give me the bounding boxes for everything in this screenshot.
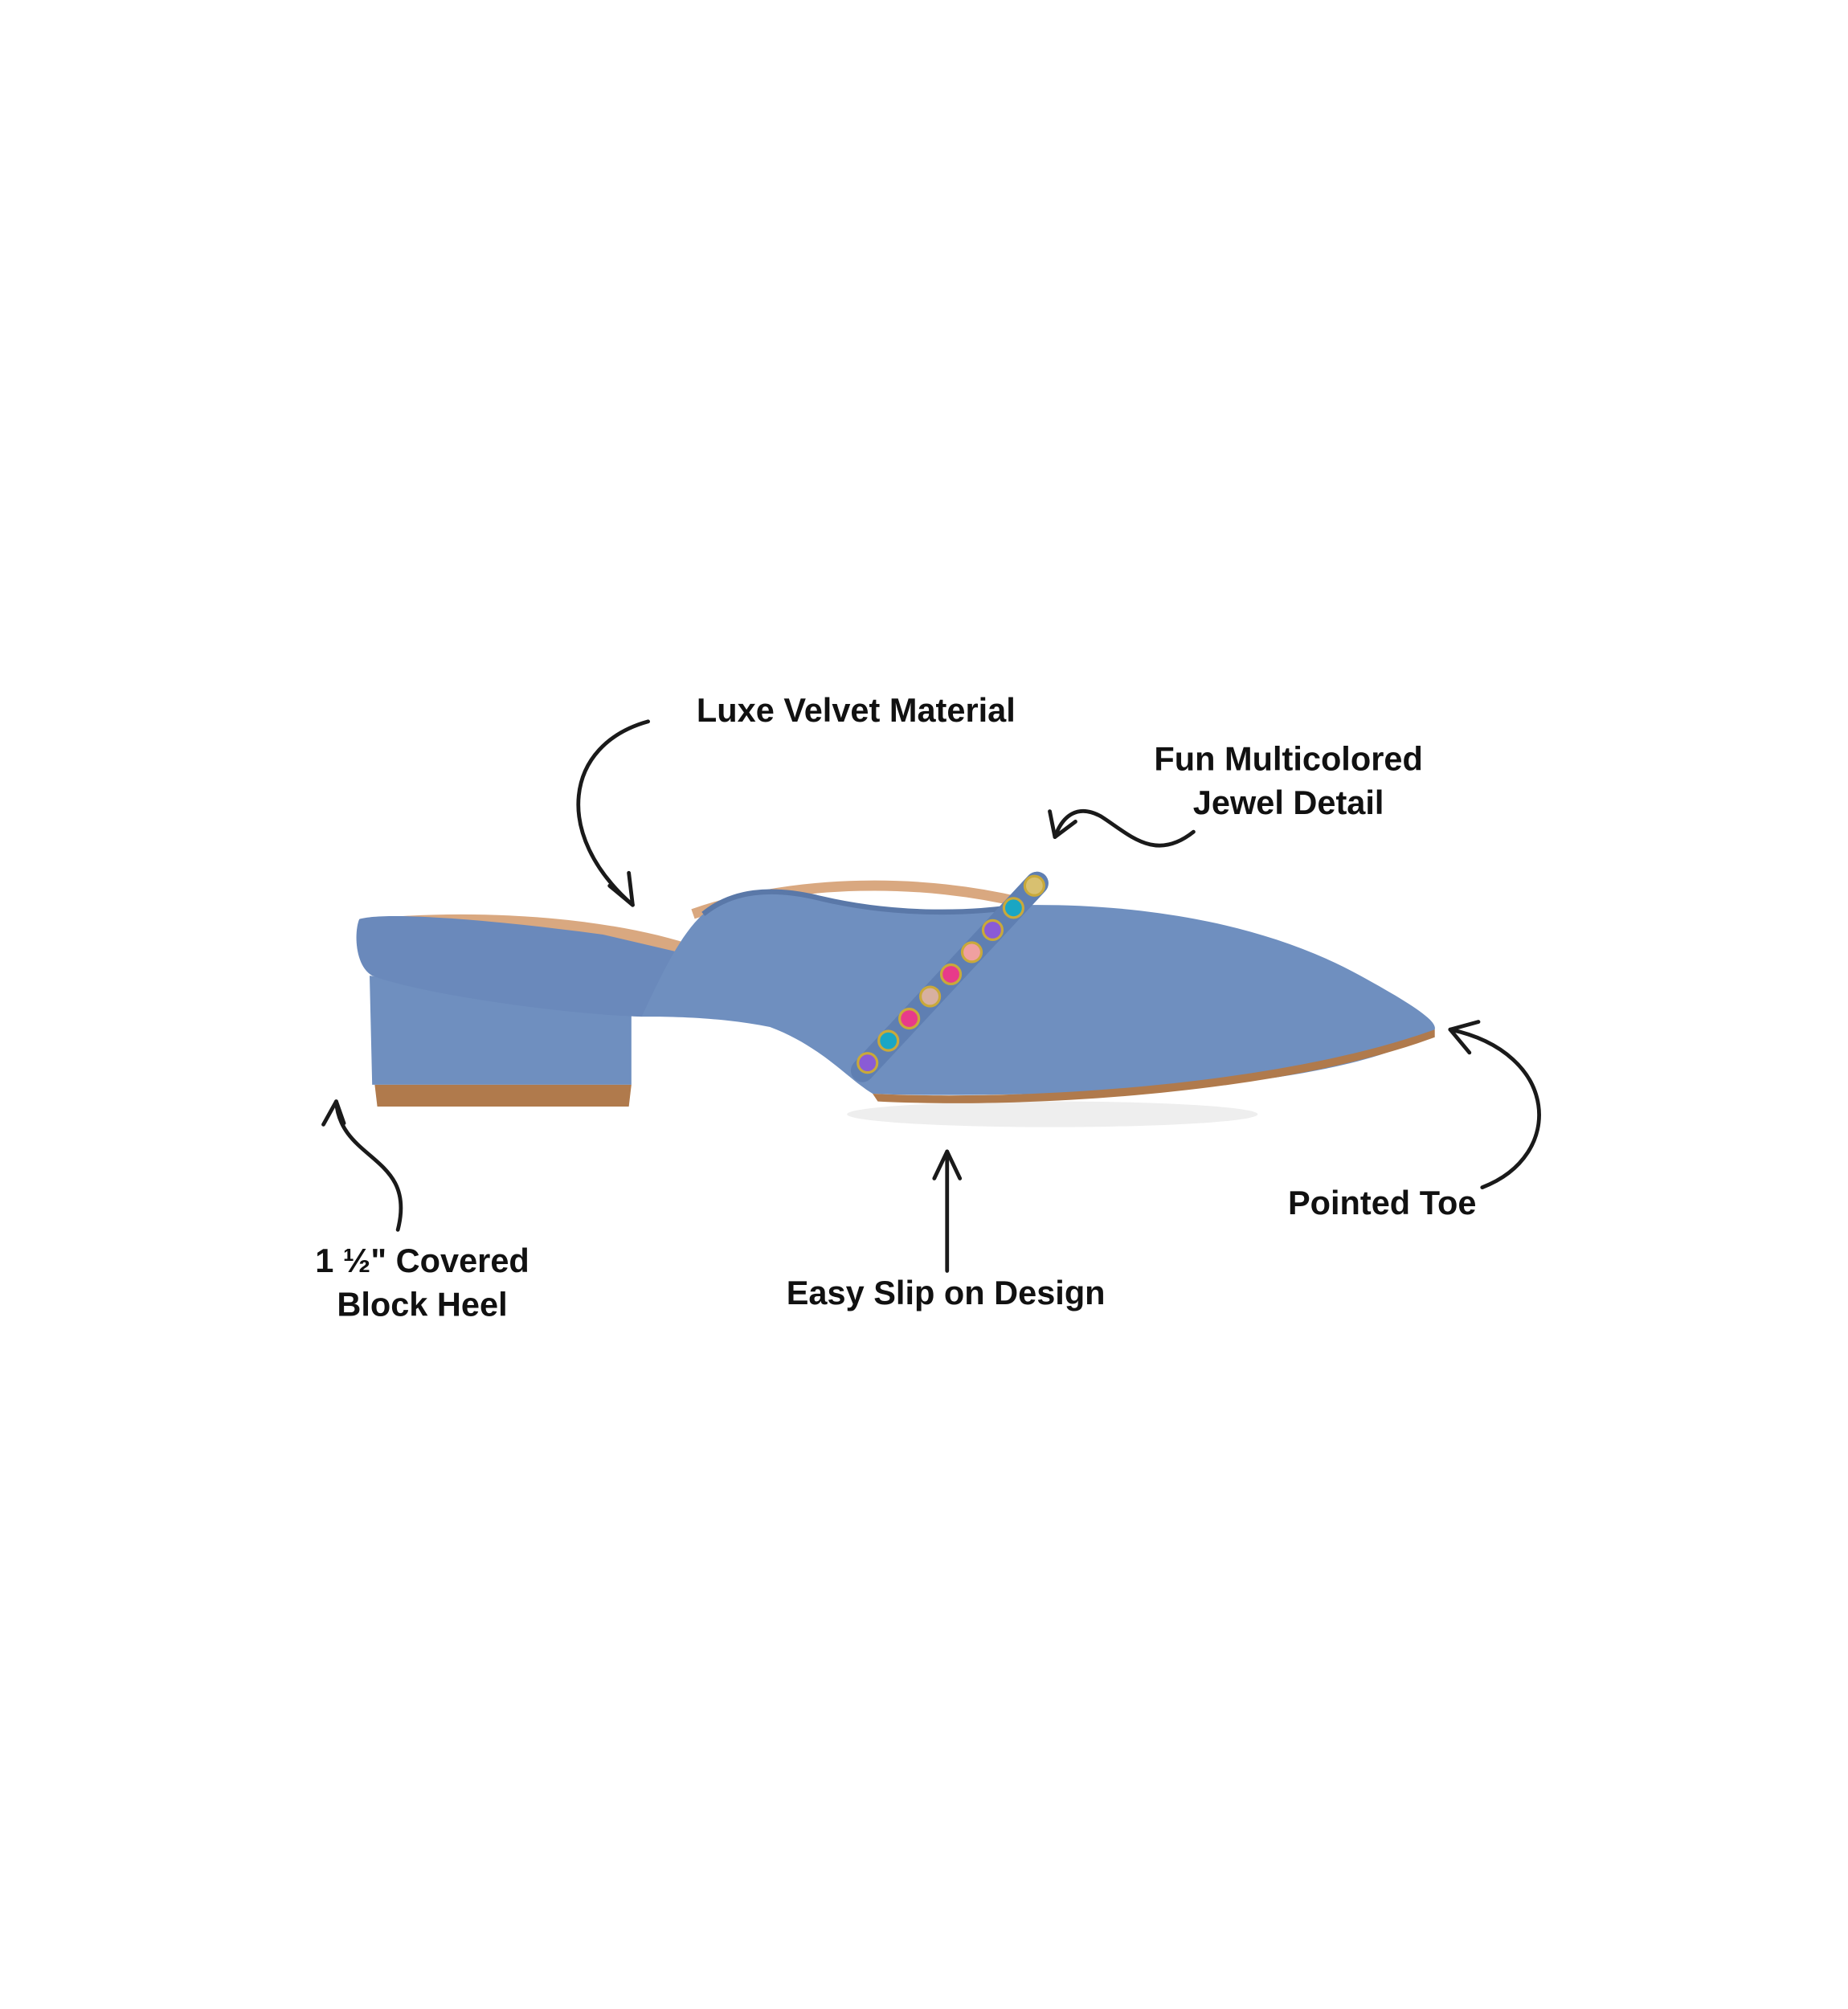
- label-jewel-detail-line1: Fun Multicolored: [1154, 740, 1422, 778]
- label-jewel-detail-line2: Jewel Detail: [1193, 784, 1384, 821]
- shoe-heel-counter: [356, 916, 681, 1017]
- shoe-image: [356, 871, 1435, 1127]
- arrow-jewel: [1048, 808, 1196, 848]
- label-heel-line1: 1 ½" Covered: [315, 1242, 529, 1279]
- label-slip-on-design: Easy Slip on Design: [787, 1274, 1106, 1311]
- label-velvet-material: Luxe Velvet Material: [697, 691, 1016, 729]
- jewel-stone: [857, 1052, 879, 1074]
- jewel-stone: [960, 941, 983, 964]
- jewel-stone: [877, 1029, 900, 1052]
- arrow-velvet: [576, 719, 650, 907]
- arrow-toe: [1448, 1020, 1541, 1189]
- shoe-sole: [873, 1029, 1435, 1103]
- jewel-stone: [1002, 897, 1024, 919]
- label-heel-line2: Block Heel: [337, 1285, 507, 1323]
- jewel-stone: [898, 1007, 921, 1030]
- shoe-upper: [641, 891, 1435, 1095]
- shoe-heel-sole: [374, 1084, 632, 1107]
- arrow-slip-on: [932, 1149, 963, 1273]
- jewel-stone: [1023, 874, 1045, 897]
- shoe-heel: [370, 976, 632, 1085]
- arrow-heel: [321, 1099, 403, 1232]
- jewel-detail: [857, 874, 1045, 1074]
- jewel-stone: [939, 963, 963, 986]
- label-pointed-toe: Pointed Toe: [1288, 1184, 1476, 1221]
- jewel-stone: [919, 985, 942, 1008]
- jewel-stone: [981, 919, 1004, 941]
